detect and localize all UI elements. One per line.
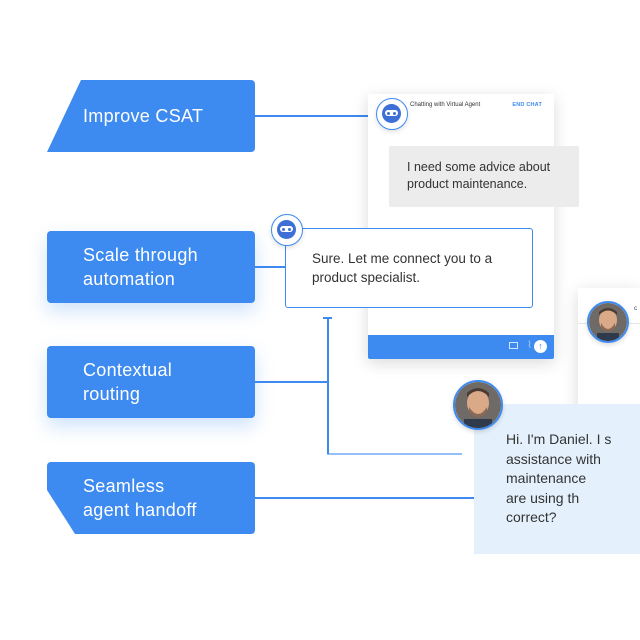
feature-seamless-handoff: Seamless agent handoff [47,462,255,534]
person-avatar [587,301,629,343]
agent-message-line: maintenance [506,470,587,486]
connector-automation [255,266,287,268]
end-chat-button[interactable]: END CHAT [512,102,542,108]
person-avatar [453,380,503,430]
virtual-agent-chat-window: Chatting with Virtual Agent END CHAT ⌇ ↑ [368,94,554,359]
agent-message-text: Hi. I'm Daniel. I s assistance with main… [506,430,640,528]
feature-improve-csat: Improve CSAT [47,80,255,152]
agent-header-text: c [634,306,637,312]
agent-message-line: Hi. I'm Daniel. I s [506,431,612,447]
chat-footer: ⌇ ↑ [368,335,554,359]
agent-message-line: correct? [506,509,557,525]
connector-routing-tick [323,317,332,319]
agent-message-line: are using th [506,489,580,506]
connector-csat [255,115,380,117]
mail-icon[interactable] [509,342,518,349]
feature-label: Contextual routing [83,360,173,404]
feature-label: Scale through automation [83,245,198,289]
paperclip-icon[interactable]: ⌇ [527,340,532,351]
robot-avatar-icon [271,214,303,246]
feature-label: Improve CSAT [83,106,204,126]
bot-message-bubble: Sure. Let me connect you to a product sp… [285,228,533,308]
chat-title: Chatting with Virtual Agent [410,102,481,108]
agent-message-line: assistance with [506,450,601,467]
connector-routing-bottom [327,453,462,455]
connector-routing-vertical [327,318,329,454]
feature-scale-automation: Scale through automation [47,231,255,303]
connector-routing [255,381,328,383]
agent-message-bubble [474,404,640,554]
chat-header: Chatting with Virtual Agent END CHAT [368,94,554,120]
upload-arrow-icon[interactable]: ↑ [534,340,547,353]
feature-contextual-routing: Contextual routing [47,346,255,418]
connector-handoff [255,497,479,499]
user-message-bubble: I need some advice about product mainten… [389,146,579,207]
robot-avatar-icon [376,98,408,130]
feature-label: Seamless agent handoff [83,476,197,520]
